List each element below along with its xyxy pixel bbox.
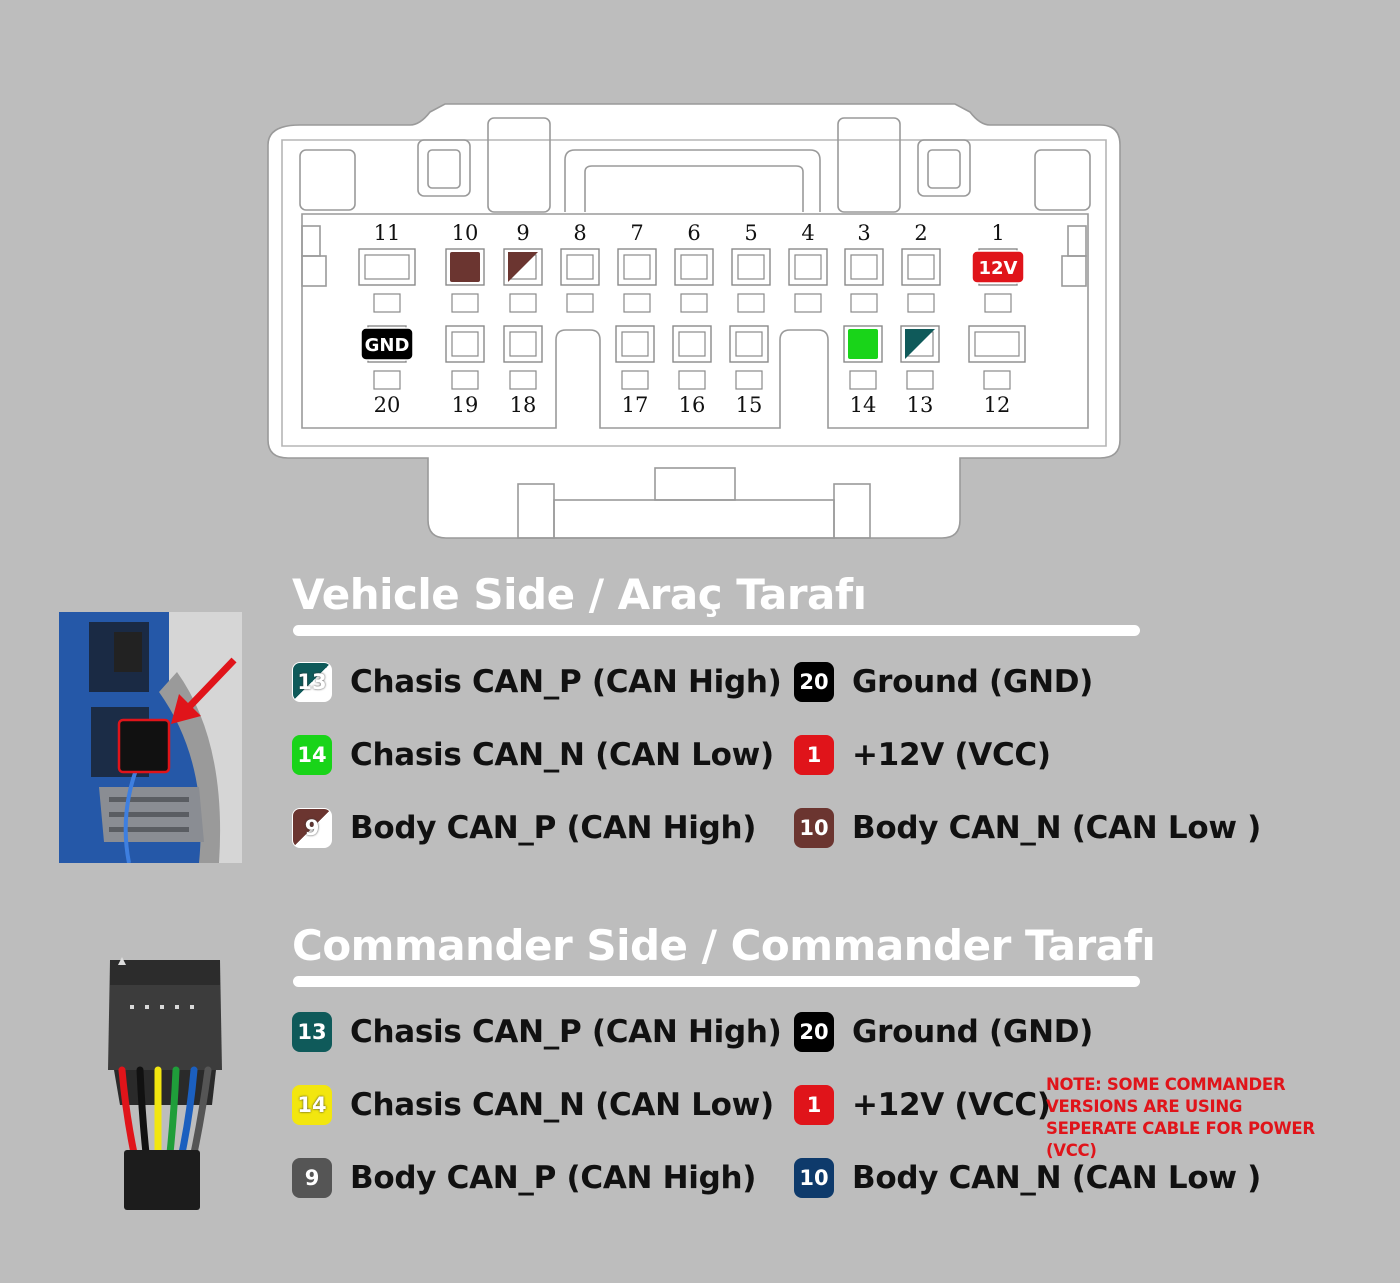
pin-number: 16	[679, 393, 706, 417]
pin-badge: 13	[292, 662, 332, 702]
legend-item-pin-14: 14 Chasis CAN_N (CAN Low)	[292, 1083, 774, 1127]
pin-number: 18	[510, 393, 537, 417]
connector-pin-20: GND 20	[360, 325, 414, 417]
pin-description: Body CAN_N (CAN Low )	[852, 810, 1262, 846]
legend-item-pin-13: 13 Chasis CAN_P (CAN High)	[292, 660, 782, 704]
pin-description: Ground (GND)	[852, 664, 1094, 700]
pin-badge: 13	[292, 1012, 332, 1052]
legend-item-pin-1: 1 +12V (VCC)	[794, 733, 1051, 777]
pin-number: 17	[622, 393, 649, 417]
connector-pin-16: 16	[672, 325, 712, 417]
connector-pin-3: 3	[844, 221, 884, 313]
pin-number: 8	[573, 221, 586, 245]
legend-item-pin-1: 1 +12V (VCC)	[794, 1083, 1051, 1127]
pin-description: Ground (GND)	[852, 1014, 1094, 1050]
pin-badge: 20	[794, 1012, 834, 1052]
pin-description: Chasis CAN_P (CAN High)	[350, 664, 782, 700]
connector-pin-9: 9	[503, 221, 543, 313]
connector-pin-5: 5	[731, 221, 771, 313]
pin-number: 4	[801, 221, 814, 245]
legend-item-pin-20: 20 Ground (GND)	[794, 1010, 1093, 1054]
legend-item-pin-10: 10 Body CAN_N (CAN Low )	[794, 1156, 1261, 1200]
connector-pin-14: 14	[843, 325, 883, 417]
pin-description: +12V (VCC)	[852, 737, 1051, 773]
vehicle-side-rule	[293, 625, 1140, 636]
connector-housing	[267, 103, 1121, 539]
pin-tag: GND	[365, 335, 410, 356]
legend-item-pin-9: 9 Body CAN_P (CAN High)	[292, 806, 756, 850]
vehicle-side-title: Vehicle Side / Araç Tarafı	[292, 570, 867, 619]
pin-description: Body CAN_P (CAN High)	[350, 810, 757, 846]
pin-badge: 14	[292, 735, 332, 775]
pin-badge: 10	[794, 808, 834, 848]
connector-pin-10: 10	[445, 221, 485, 313]
pin-badge: 9	[292, 1158, 332, 1198]
pin-badge: 1	[794, 735, 834, 775]
connector-pin-2: 2	[901, 221, 941, 313]
pin-description: Chasis CAN_P (CAN High)	[350, 1014, 782, 1050]
connector-pin-4: 4	[788, 221, 828, 313]
legend-item-pin-13: 13 Chasis CAN_P (CAN High)	[292, 1010, 782, 1054]
connector-pin-12: 12	[968, 325, 1026, 417]
pin-number: 19	[452, 393, 479, 417]
pin-number: 15	[736, 393, 763, 417]
pin-number: 10	[452, 221, 479, 245]
pin-number: 14	[850, 393, 877, 417]
pin-description: Body CAN_N (CAN Low )	[852, 1160, 1262, 1196]
pin-tag: 12V	[979, 258, 1018, 279]
pin-number: 11	[374, 221, 401, 245]
pin-number: 5	[744, 221, 757, 245]
pin-description: Body CAN_P (CAN High)	[350, 1160, 757, 1196]
pin-number: 7	[630, 221, 643, 245]
connector-pin-15: 15	[729, 325, 769, 417]
legend-item-pin-10: 10 Body CAN_N (CAN Low )	[794, 806, 1261, 850]
pin-number: 12	[984, 393, 1011, 417]
pin-number: 1	[991, 221, 1004, 245]
pin-number: 13	[907, 393, 934, 417]
connector-pin-1: 12V 1	[971, 221, 1025, 313]
power-note: NOTE: SOME COMMANDER VERSIONS ARE USING …	[1046, 1075, 1315, 1160]
pin-description: Chasis CAN_N (CAN Low)	[350, 1087, 774, 1123]
pin-badge: 20	[794, 662, 834, 702]
pin-description: Chasis CAN_N (CAN Low)	[350, 737, 774, 773]
connector-pin-17: 17	[615, 325, 655, 417]
pin-description: +12V (VCC)	[852, 1087, 1051, 1123]
connector-pin-7: 7	[617, 221, 657, 313]
pin-number: 2	[914, 221, 927, 245]
legend-item-pin-20: 20 Ground (GND)	[794, 660, 1093, 704]
commander-harness-photo	[108, 957, 222, 1210]
legend-item-pin-9: 9 Body CAN_P (CAN High)	[292, 1156, 756, 1200]
connector-pin-11: 11	[358, 221, 416, 313]
connector-pin-8: 8	[560, 221, 600, 313]
pin-badge: 9	[292, 808, 332, 848]
connector-pin-19: 19	[445, 325, 485, 417]
pin-badge: 10	[794, 1158, 834, 1198]
pin-number: 9	[516, 221, 529, 245]
pin-badge: 14	[292, 1085, 332, 1125]
pin-number: 6	[687, 221, 700, 245]
commander-side-rule	[293, 976, 1140, 987]
connector-pin-18: 18	[503, 325, 543, 417]
pin-number: 20	[374, 393, 401, 417]
vehicle-connector-photo	[59, 612, 242, 863]
connector-pin-13: 13	[900, 325, 940, 417]
legend-item-pin-14: 14 Chasis CAN_N (CAN Low)	[292, 733, 774, 777]
connector-pin-6: 6	[674, 221, 714, 313]
commander-side-title: Commander Side / Commander Tarafı	[292, 921, 1156, 970]
pin-badge: 1	[794, 1085, 834, 1125]
pin-number: 3	[857, 221, 870, 245]
